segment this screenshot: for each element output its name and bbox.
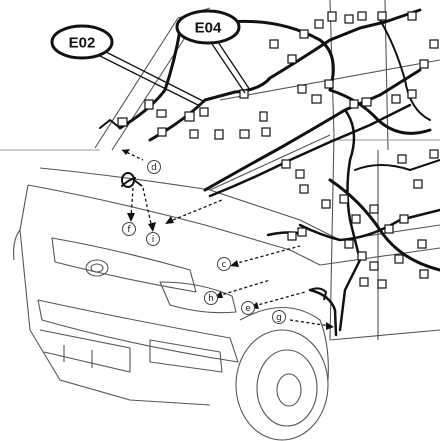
marker-e-label: e <box>245 304 251 314</box>
marker-h-label: h <box>208 294 214 304</box>
bracket-component <box>309 287 328 301</box>
sensor-component <box>121 172 143 188</box>
marker-g-label: g <box>276 313 282 323</box>
arrow-heads <box>122 149 334 330</box>
marker-d: d <box>147 160 161 174</box>
marker-i-label: i <box>152 235 155 245</box>
callout-e02-label: E02 <box>69 35 96 52</box>
marker-c: c <box>217 257 231 271</box>
marker-f: f <box>122 222 136 236</box>
callout-e04-label: E04 <box>195 20 222 37</box>
reference-lines <box>0 139 440 151</box>
marker-i: i <box>146 232 160 246</box>
dashed-leaders <box>121 149 331 327</box>
callout-leaders <box>99 41 251 107</box>
callout-e02: E02 <box>50 24 114 60</box>
marker-d-label: d <box>151 163 157 173</box>
callout-e04: E04 <box>175 9 241 45</box>
connectors <box>117 11 439 289</box>
marker-h: h <box>204 291 218 305</box>
marker-g: g <box>272 310 286 324</box>
marker-c-label: c <box>222 260 227 270</box>
marker-f-label: f <box>127 225 131 235</box>
marker-e: e <box>241 301 255 315</box>
